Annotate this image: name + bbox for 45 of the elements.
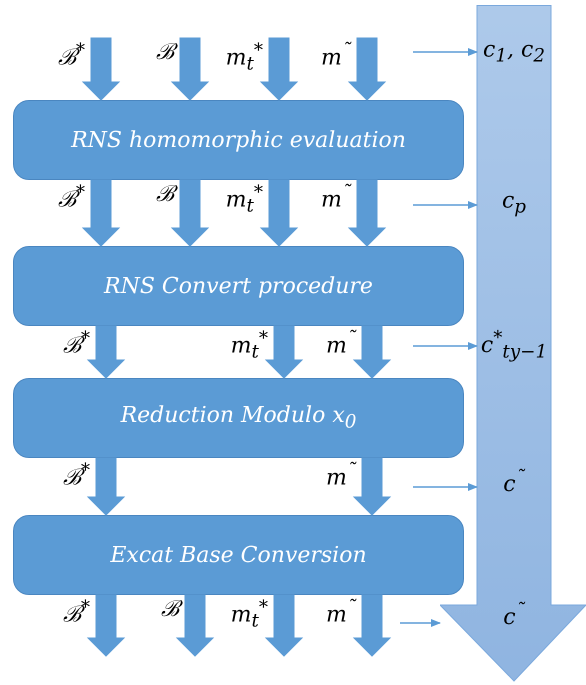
block-arrow: [352, 326, 392, 379]
column-arrow: [440, 5, 586, 682]
block-arrow: [264, 594, 304, 657]
process-label: Reduction Modulo x$_{0}$: [120, 403, 356, 433]
block-arrow: [348, 38, 386, 101]
edge-label: ℬ$^{*}$: [62, 330, 90, 358]
process-box: [13, 100, 464, 180]
process-label: RNS homomorphic evaluation: [71, 128, 406, 152]
block-arrow: [86, 594, 126, 657]
process-box: [13, 515, 464, 595]
block-arrow: [260, 38, 298, 101]
block-arrow: [170, 180, 210, 247]
math-symbol: c$_{1}$, c$_{2}$: [483, 37, 545, 67]
block-arrow: [82, 180, 120, 247]
math-symbol: c$^{˜}$: [503, 600, 525, 630]
arrow: [413, 201, 478, 209]
edge-label: m$^{˜}$: [320, 42, 351, 70]
block-arrow: [176, 594, 214, 657]
edge-label: ℬ$^{*}$: [58, 42, 85, 70]
arrow: [413, 483, 478, 491]
edge-label: ℬ$^{*}$: [62, 599, 90, 626]
block-arrow: [82, 38, 120, 101]
edge-label: m$^{˜}$: [326, 599, 356, 626]
block-arrow: [260, 180, 298, 247]
process-box: [13, 378, 464, 458]
block-arrow: [348, 180, 386, 247]
block-arrow: [170, 38, 210, 101]
arrow: [413, 342, 478, 350]
arrow: [400, 619, 441, 627]
block-arrow: [86, 458, 126, 516]
block-arrow: [86, 326, 126, 379]
edge-label: m$^{˜}$: [326, 462, 356, 490]
block-arrow: [352, 594, 392, 657]
edge-label: ℬ$^{*}$: [62, 462, 90, 490]
arrow: [413, 48, 478, 56]
process-label: Excat Base Conversion: [110, 542, 367, 568]
edge-label: m$^{˜}$: [320, 184, 351, 212]
block-arrow: [352, 458, 392, 516]
process-label: RNS Convert procedure: [104, 274, 373, 298]
process-box: [13, 246, 464, 326]
edge-label: m$^{˜}$: [326, 330, 356, 358]
math-symbol: c$_{p}$: [502, 188, 526, 218]
block-arrow: [264, 326, 304, 379]
edge-label: ℬ$^{*}$: [58, 184, 85, 212]
math-symbol: c$^{˜}$: [503, 466, 525, 498]
